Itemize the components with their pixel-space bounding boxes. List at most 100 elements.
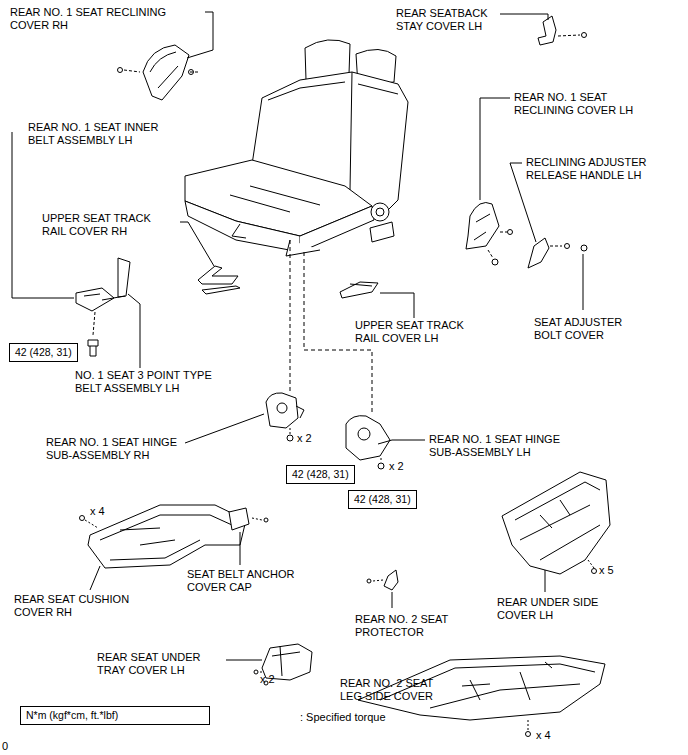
illustration-line: [492, 259, 498, 265]
illustration-line: [118, 258, 130, 297]
illustration-line: [550, 246, 562, 247]
illustration-line: [540, 500, 570, 528]
illustration-line: [190, 72, 200, 73]
quantity-label: x 4: [536, 729, 551, 742]
illustration-line: [88, 505, 246, 568]
reclining-cover-rh: [118, 12, 214, 100]
illustration-line: [252, 518, 262, 520]
illustration-line: [185, 414, 264, 443]
illustration-line: [118, 68, 123, 73]
part-label: NO. 1 SEAT 3 POINT TYPE BELT ASSEMBLY LH: [75, 369, 241, 395]
illustration-line: [358, 428, 370, 440]
illustration-line: [296, 406, 304, 418]
illustration-line: [350, 72, 352, 190]
illustration-line: [588, 560, 594, 568]
figure-number: 0: [2, 740, 8, 753]
box-text: N*m (kgf*cm, ft.*lbf): [26, 709, 118, 721]
illustration-line: [90, 566, 100, 590]
illustration-line: [462, 684, 490, 686]
box-text: 42 (428, 31): [15, 346, 72, 358]
illustration-line: [381, 458, 382, 462]
illustration-line: [358, 84, 398, 94]
part-label: REAR NO. 2 SEAT PROTECTOR: [355, 613, 471, 639]
illustration-line: [84, 294, 100, 296]
illustration-line: [502, 472, 610, 574]
part-label: REAR NO. 1 SEAT RECLINING COVER RH: [10, 6, 202, 32]
reclining-cover-lh: [466, 98, 513, 265]
illustration-line: [180, 222, 214, 266]
illustration-line: [470, 662, 552, 700]
illustration-line: [378, 440, 392, 444]
legend-box: N*m (kgf*cm, ft.*lbf): Specified torque: [20, 706, 210, 725]
part-label: SEAT ADJUSTER BOLT COVER: [534, 316, 646, 342]
illustration-line: [264, 518, 268, 522]
quantity-label: x 5: [599, 564, 614, 577]
illustration-line: [277, 403, 287, 413]
illustration-line: [581, 245, 587, 251]
illustration-line: [373, 580, 383, 581]
illustration-line: [150, 52, 178, 88]
illustration-line: [545, 570, 546, 592]
seat-protector: [367, 570, 398, 608]
under-tray-cover: [226, 644, 312, 685]
illustration-line: [488, 250, 493, 258]
illustration-line: [384, 570, 398, 590]
illustration-line: [128, 294, 140, 368]
torque-box: 42 (428, 31): [9, 343, 78, 362]
illustration-line: [538, 16, 556, 45]
part-label: REAR SEATBACK STAY COVER LH: [396, 7, 508, 33]
seatback-stay-cover: [500, 14, 587, 45]
illustration-line: [515, 482, 600, 560]
illustration-line: [258, 672, 262, 673]
illustration-line: [508, 230, 513, 235]
illustration-line: [272, 646, 300, 676]
illustration-line: [254, 670, 258, 674]
illustration-line: [582, 33, 587, 38]
illustration-line: [290, 240, 291, 392]
quantity-label: x 2: [260, 673, 275, 686]
legend-text: : Specified torque: [300, 711, 386, 723]
illustration-line: [229, 508, 249, 530]
torque-box: 42 (428, 31): [348, 490, 417, 509]
illustration-line: [371, 203, 389, 221]
illustration-line: [558, 35, 580, 36]
illustration-line: [143, 45, 189, 100]
illustration-line: [370, 222, 394, 242]
part-label: REAR SEAT CUSHION COVER RH: [14, 593, 156, 619]
illustration-line: [240, 532, 241, 565]
illustration-line: [185, 201, 300, 252]
illustration-line: [378, 463, 384, 469]
quantity-label: x 2: [389, 460, 404, 473]
illustration-line: [583, 254, 584, 310]
illustration-line: [500, 232, 507, 233]
illustration-line: [189, 70, 194, 75]
part-label: REAR UNDER SIDE COVER LH: [497, 596, 601, 622]
illustration-line: [85, 520, 98, 528]
rail-covers: [180, 222, 414, 318]
part-label: REAR NO. 2 SEAT LEG SIDE COVER: [340, 677, 458, 703]
illustration-line: [500, 14, 548, 20]
illustration-line: [300, 206, 374, 252]
illustration-line: [230, 186, 320, 212]
illustration-line: [528, 238, 549, 268]
illustration-line: [268, 82, 345, 100]
illustration-line: [528, 720, 529, 730]
illustration-line: [526, 732, 531, 737]
seat-hinges: [185, 393, 425, 469]
illustration-line: [350, 284, 372, 286]
part-label: REAR SEAT UNDER TRAY COVER LH: [97, 651, 225, 677]
illustration-line: [100, 515, 232, 560]
torque-box: 42 (428, 31): [286, 465, 355, 484]
quantity-label: x 4: [90, 505, 105, 518]
illustration-line: [266, 393, 298, 428]
part-label: REAR NO. 1 SEAT RECLINING COVER LH: [514, 91, 660, 117]
illustration-line: [392, 592, 393, 608]
part-label: UPPER SEAT TRACK RAIL COVER LH: [355, 319, 489, 345]
illustration-line: [226, 660, 262, 661]
part-label: RECLINING ADJUSTER RELEASE HANDLE LH: [526, 156, 674, 182]
illustration-line: [93, 312, 95, 335]
illustration-line: [346, 416, 390, 460]
illustration-line: [187, 12, 213, 58]
illustration-line: [367, 579, 371, 583]
